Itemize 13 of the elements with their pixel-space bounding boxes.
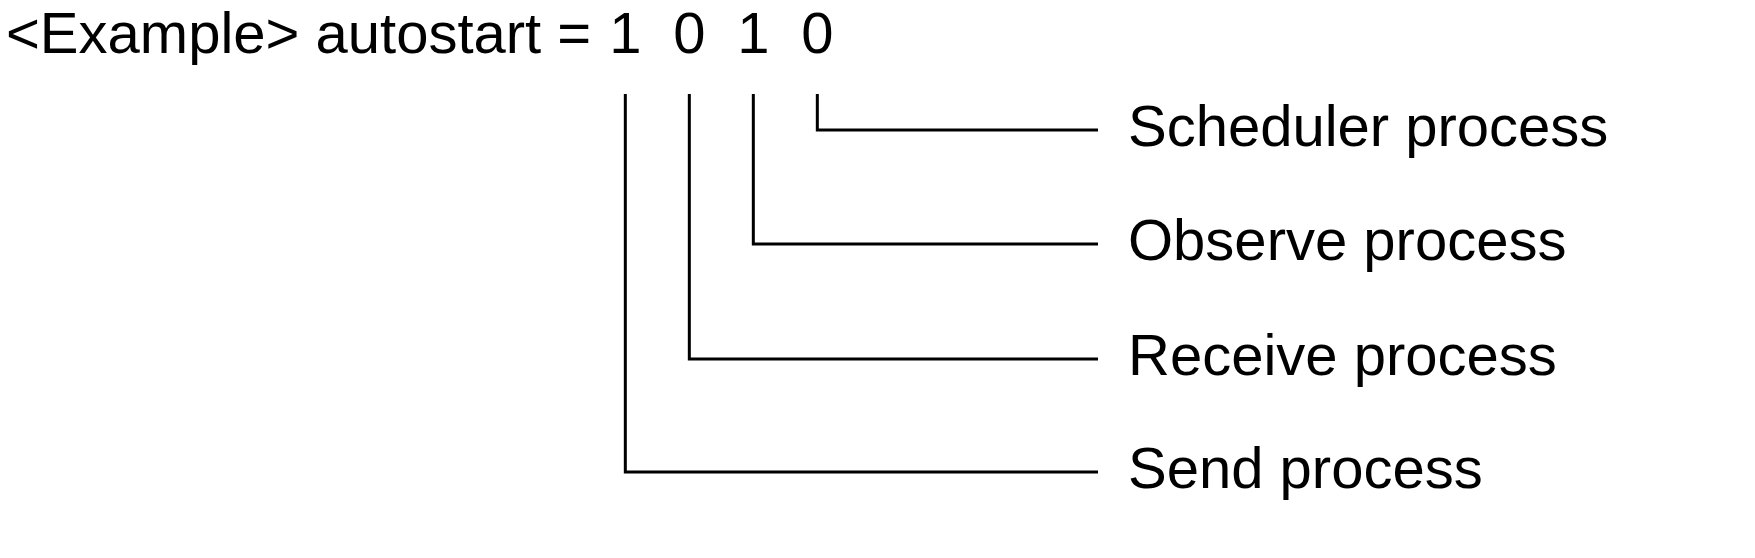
process-label: Send process bbox=[1128, 437, 1483, 499]
process-label: Receive process bbox=[1128, 324, 1557, 386]
leader-line bbox=[623, 94, 1098, 474]
bit-digit: 1 bbox=[609, 2, 642, 64]
bit-digit: 1 bbox=[737, 2, 770, 64]
code-text: <Example> autostart = bbox=[6, 2, 592, 64]
process-label: Observe process bbox=[1128, 209, 1567, 271]
bit-digit: 0 bbox=[673, 2, 706, 64]
process-label: Scheduler process bbox=[1128, 95, 1609, 157]
bit-digit: 0 bbox=[801, 2, 834, 64]
leader-line bbox=[815, 94, 1098, 132]
leader-line bbox=[687, 94, 1098, 361]
leader-line bbox=[751, 94, 1098, 246]
